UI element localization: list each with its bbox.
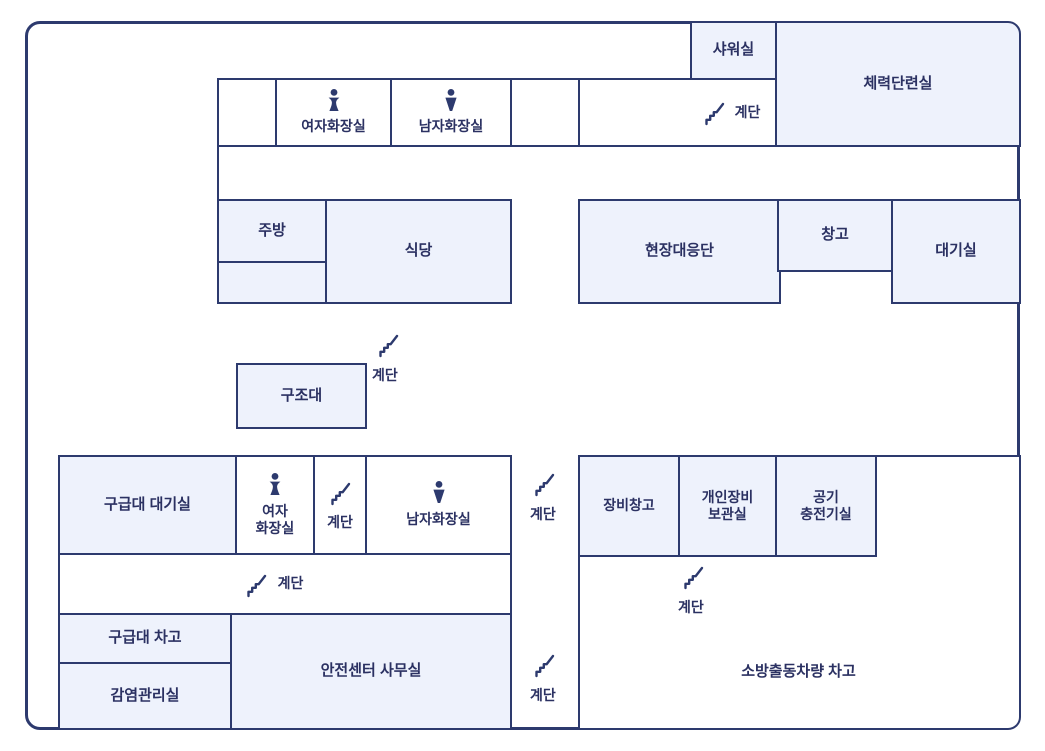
room-safety-office: 안전센터 사무실 (230, 613, 512, 730)
stairs-label: 계단 (530, 506, 556, 522)
room-men-toilet-top: 남자화장실 (390, 78, 512, 147)
stairs-area-corridor-bottom: 계단 (530, 651, 556, 705)
room-rescue-label: 구조대 (280, 386, 323, 404)
stairs-icon (377, 331, 400, 358)
room-personal-equipment-line2: 보관실 (708, 506, 747, 522)
room-women-toilet-line1: 여자 (262, 502, 288, 519)
room-air-charging: 공기 충전기실 (775, 455, 877, 557)
room-field-response-label: 현장대응단 (644, 242, 714, 260)
corridor-wall-segment (217, 145, 219, 201)
room-vehicle-garage-label-wrap: 소방출동차량 차고 (578, 660, 1019, 681)
room-rescue: 구조대 (236, 363, 367, 429)
room-air-charging-line2: 충전기실 (800, 506, 852, 522)
room-kitchen-label: 주방 (258, 221, 286, 239)
room-infection-control: 감염관리실 (58, 662, 232, 730)
female-person-icon (326, 89, 342, 115)
room-ems-garage-label: 구급대 차고 (108, 629, 182, 647)
room-storage: 창고 (777, 199, 893, 272)
room-field-response: 현장대응단 (578, 199, 781, 304)
stairs-area-corridor-top: 계단 (530, 470, 556, 524)
stairs-icon (682, 563, 705, 590)
room-shower-label: 샤워실 (712, 41, 755, 59)
stairs-icon (533, 651, 556, 678)
stairs-label: 계단 (734, 103, 761, 120)
room-men-toilet-bottom-label: 남자화장실 (406, 511, 471, 528)
stairs-area-garage: 계단 (678, 563, 705, 617)
room-safety-office-label: 안전센터 사무실 (320, 662, 422, 680)
room-kitchen-annex (217, 261, 327, 304)
room-kitchen: 주방 (217, 199, 327, 263)
room-vehicle-garage-label: 소방출동차량 차고 (741, 663, 856, 680)
room-infection-control-label: 감염관리실 (110, 686, 180, 704)
male-person-icon (443, 89, 459, 115)
stairs-label: 계단 (530, 687, 556, 703)
room-fitness: 체력단련실 (775, 21, 1021, 147)
male-person-icon (431, 481, 447, 507)
female-person-icon (267, 472, 283, 499)
room-shower: 샤워실 (690, 21, 777, 80)
building-outline (25, 21, 1020, 730)
stairs-label: 계단 (327, 513, 353, 530)
room-dining: 식당 (325, 199, 512, 304)
empty-cell-top-2 (510, 78, 580, 147)
stairs-icon (245, 571, 268, 598)
stairs-icon (703, 99, 726, 126)
room-personal-equipment-line1: 개인장비 (701, 488, 754, 505)
stairs-label: 계단 (678, 599, 704, 615)
stairs-area-band: 계단 (58, 553, 512, 615)
room-women-toilet-top-label: 여자화장실 (301, 118, 366, 135)
stairs-area-mid: 계단 (372, 331, 400, 385)
room-waiting: 대기실 (891, 199, 1021, 304)
room-dining-label: 식당 (404, 242, 433, 260)
room-ems-waiting-label: 구급대 대기실 (104, 495, 191, 513)
stairs-area-top: 계단 (578, 78, 777, 147)
room-men-toilet-bottom: 남자화장실 (365, 455, 512, 555)
room-ems-waiting: 구급대 대기실 (58, 455, 237, 555)
room-women-toilet-top: 여자화장실 (275, 78, 392, 147)
room-personal-equipment: 개인장비 보관실 (678, 455, 777, 557)
stairs-label-group: 계단 (245, 571, 304, 598)
stairs-label: 계단 (277, 575, 304, 592)
stairs-label-group: 계단 (703, 99, 761, 126)
room-ems-garage: 구급대 차고 (58, 613, 232, 664)
room-equipment-storage-label: 장비창고 (603, 497, 655, 514)
room-waiting-label: 대기실 (935, 242, 977, 260)
empty-cell-top-1 (217, 78, 277, 147)
room-men-toilet-top-label: 남자화장실 (418, 118, 484, 135)
stairs-icon (533, 470, 556, 497)
room-women-toilet-bottom: 여자 화장실 (235, 455, 315, 555)
stairs-icon (329, 479, 352, 506)
room-storage-label: 창고 (821, 226, 849, 244)
room-fitness-label: 체력단련실 (863, 74, 933, 92)
room-women-toilet-line2: 화장실 (255, 520, 295, 536)
room-air-charging-line1: 공기 (813, 488, 839, 505)
room-equipment-storage: 장비창고 (578, 455, 680, 557)
stairs-area-left-cell: 계단 (313, 455, 367, 555)
stairs-label: 계단 (372, 367, 398, 383)
